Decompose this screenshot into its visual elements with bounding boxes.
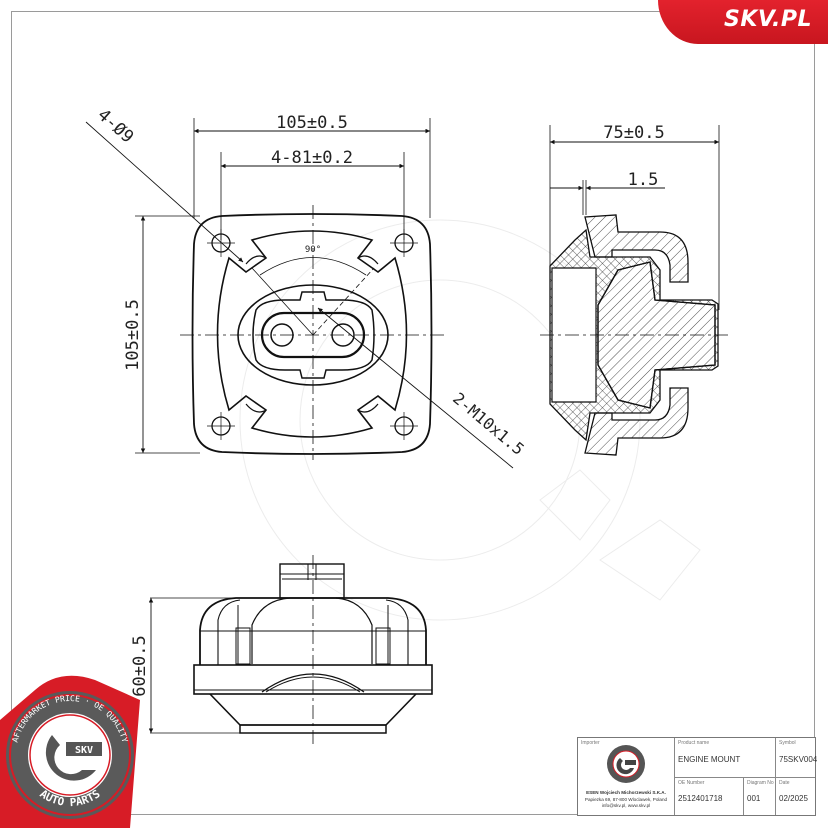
- symbol-value: 75SKV004: [779, 755, 818, 764]
- title-block: Importer ESEN Wojciech Michorzewski S.K.…: [577, 737, 818, 816]
- section-view: [540, 125, 728, 456]
- angle-label: 90°: [305, 245, 321, 255]
- product-name-cell: Product name ENGINE MOUNT: [675, 738, 776, 778]
- skv-badge-logo: SKV AFTERMARKET PRICE · OE QUALITY AUTO …: [0, 675, 140, 828]
- dim-side-height-label: 60±0.5: [130, 635, 150, 696]
- hole-callout-label: 4-Ø9: [93, 105, 137, 147]
- diagram-no-cell: Diagram No 001: [744, 778, 776, 815]
- side-view: [148, 555, 433, 745]
- oe-number-value: 2512401718: [678, 794, 723, 803]
- product-name-value: ENGINE MOUNT: [678, 755, 741, 764]
- date-cell: Date 02/2025: [779, 780, 808, 803]
- date-value: 02/2025: [779, 794, 808, 803]
- drawing-frame: [11, 11, 815, 815]
- importer-contact: info@skv.pl, www.skv.pl: [601, 803, 651, 808]
- dim-flange-label: 1.5: [628, 170, 659, 190]
- diagram-no-value: 001: [747, 794, 761, 803]
- importer-cell: Importer ESEN Wojciech Michorzewski S.K.…: [578, 738, 675, 815]
- symbol-cell: Symbol 75SKV004: [776, 738, 818, 778]
- importer-name: ESEN Wojciech Michorzewski S.K.A.: [586, 790, 666, 795]
- dim-depth-label: 75±0.5: [603, 123, 664, 143]
- dim-height-label: 105±0.5: [123, 299, 143, 371]
- oe-number-cell: OE Number 2512401718: [675, 778, 744, 815]
- brand-banner: SKV.PL: [658, 0, 828, 44]
- dim-width-label: 105±0.5: [276, 113, 348, 133]
- front-view: [85, 118, 514, 469]
- brand-site-label: SKV.PL: [724, 7, 812, 32]
- svg-text:SKV: SKV: [75, 745, 93, 756]
- dim-hole-spacing-label: 4-81±0.2: [271, 148, 353, 168]
- importer-address: Papiezka 69, 87-800 Wloclawek, Poland: [584, 796, 668, 802]
- svg-text:AUTO PARTS: AUTO PARTS: [37, 787, 102, 809]
- skv-small-logo-icon: [607, 745, 645, 783]
